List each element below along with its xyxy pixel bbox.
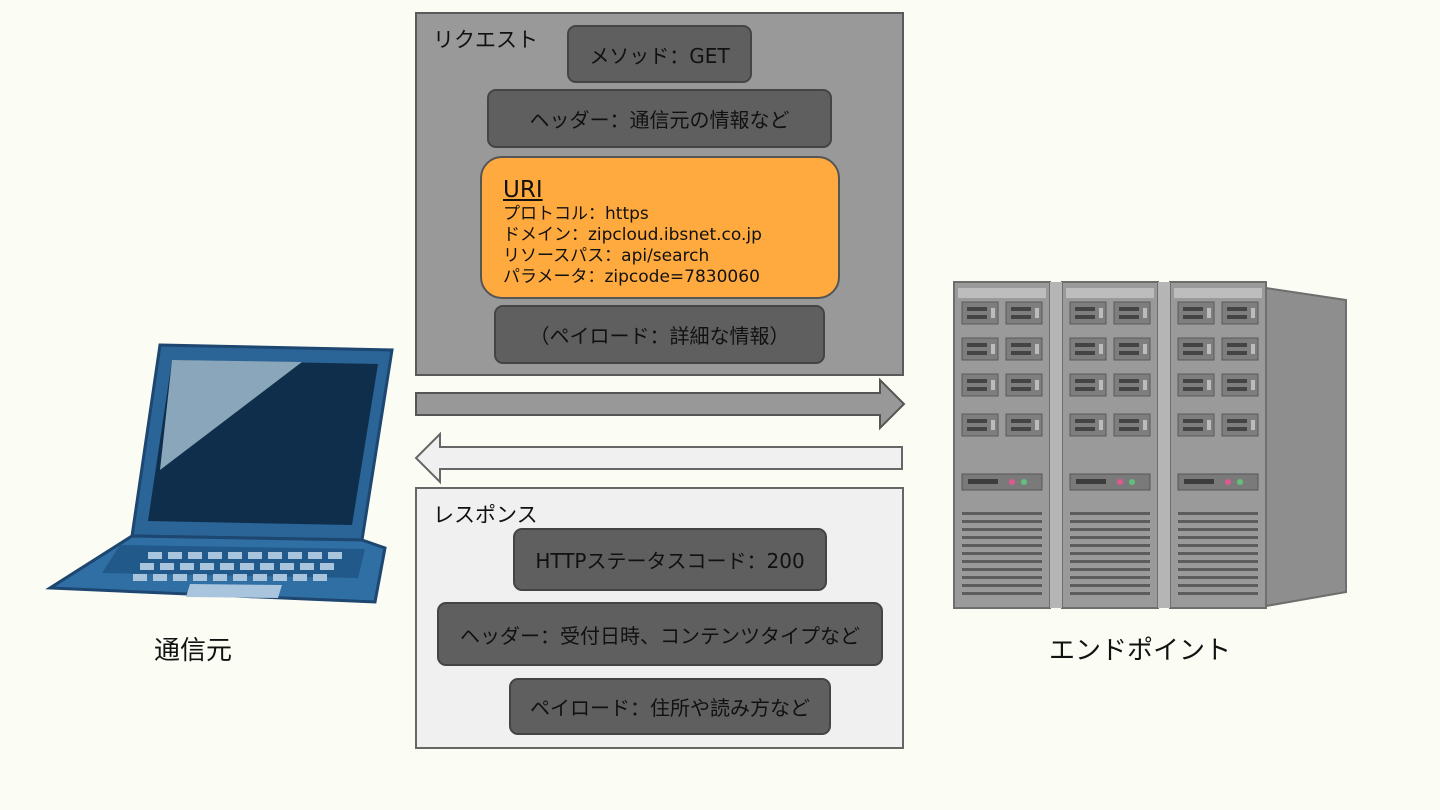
request-title: リクエスト xyxy=(433,28,538,52)
uri-protocol: プロトコル：https xyxy=(503,204,649,224)
laptop-icon xyxy=(45,343,394,604)
request-method-box: メソッド：GET xyxy=(567,25,752,83)
uri-title: URI xyxy=(503,177,543,203)
arrow-right-icon xyxy=(415,378,906,431)
response-title: レスポンス xyxy=(433,503,538,527)
request-payload-box: （ペイロード：詳細な情報） xyxy=(494,305,825,364)
response-status-box: HTTPステータスコード：200 xyxy=(513,528,827,591)
response-payload-box: ペイロード：住所や読み方など xyxy=(509,678,831,735)
uri-resource-path: リソースパス：api/search xyxy=(503,246,710,266)
uri-domain: ドメイン：zipcloud.ibsnet.co.jp xyxy=(503,225,762,245)
client-label: 通信元 xyxy=(154,636,233,666)
request-header-box: ヘッダー：通信元の情報など xyxy=(487,89,832,148)
server-label: エンドポイント xyxy=(1049,636,1232,666)
server-rack-icon xyxy=(950,280,1347,610)
response-header-box: ヘッダー：受付日時、コンテンツタイプなど xyxy=(437,602,883,666)
arrow-left-icon xyxy=(414,432,903,485)
uri-parameter: パラメータ：zipcode=7830060 xyxy=(503,267,760,287)
uri-box: URI プロトコル：https ドメイン：zipcloud.ibsnet.co.… xyxy=(480,156,840,299)
